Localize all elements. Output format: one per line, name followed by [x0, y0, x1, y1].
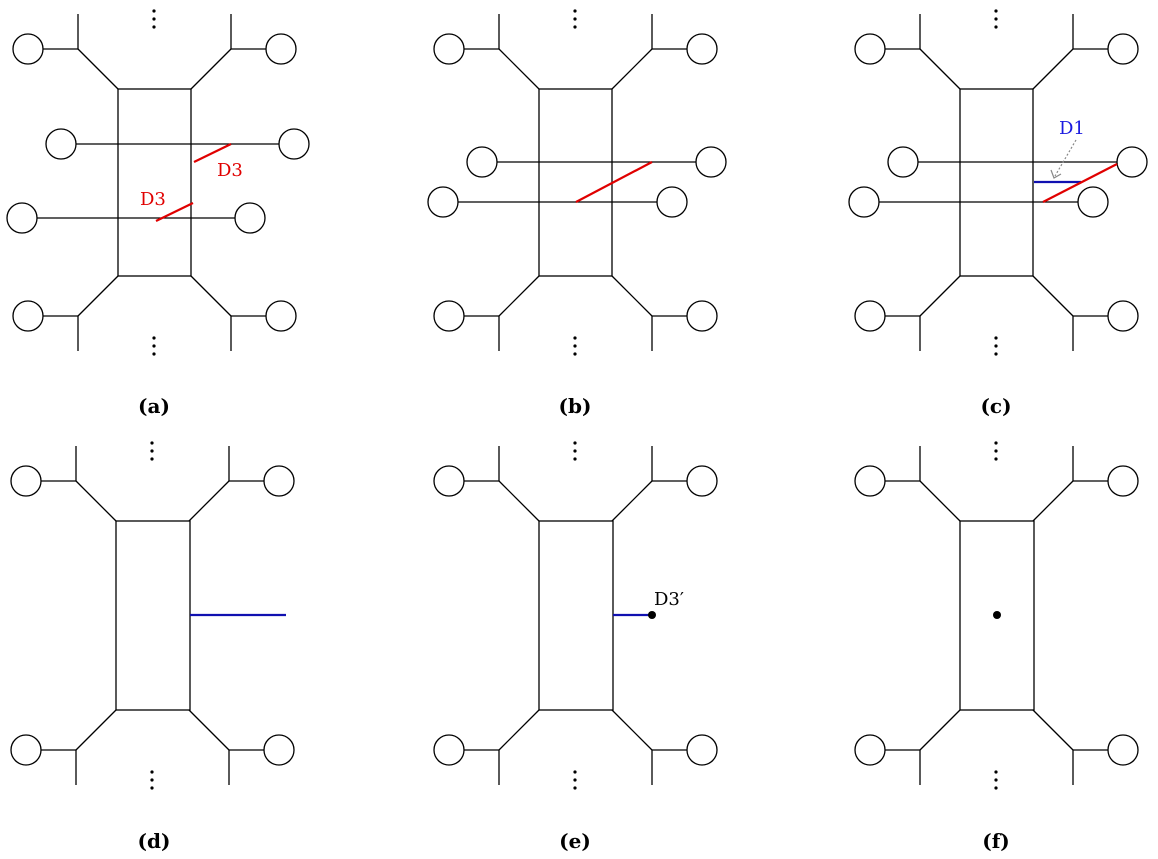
web-e-bottom [433, 709, 718, 791]
box-e [538, 520, 614, 711]
panel-e: D3′ (e) [433, 440, 718, 853]
web-a-top [12, 8, 297, 90]
caption-d: (d) [138, 829, 171, 853]
d3-segment-c [1042, 163, 1118, 203]
caption-f: (f) [982, 829, 1010, 853]
label-d3-lower: D3 [140, 189, 166, 210]
center-point-f [993, 611, 1001, 619]
panel-b: (b) [427, 8, 727, 418]
web-a-bottom [12, 275, 297, 357]
box-d [115, 520, 191, 711]
web-b-top [433, 8, 718, 90]
box-a [117, 88, 192, 277]
d3-segment-a-upper [193, 143, 232, 163]
label-d3-prime: D3′ [654, 589, 684, 610]
web-d-bottom [10, 709, 295, 791]
box-b [538, 88, 613, 277]
caption-e: (e) [559, 829, 591, 853]
panel-f: (f) [854, 440, 1139, 853]
label-d3-upper: D3 [217, 160, 243, 181]
d1-pointer-arrow [1054, 139, 1077, 177]
web-b-bottom [433, 275, 718, 357]
label-d1: D1 [1059, 118, 1085, 139]
caption-a: (a) [138, 394, 170, 418]
d3-segment-b [575, 161, 653, 203]
box-c [959, 88, 1034, 277]
caption-c: (c) [980, 394, 1011, 418]
web-f-top [854, 440, 1139, 522]
panel-a: D3 D3 (a) [6, 8, 310, 418]
panel-c: D1 (c) [848, 8, 1148, 418]
d3-segment-a-lower [155, 202, 194, 222]
web-d-top [10, 440, 295, 522]
web-e-top [433, 440, 718, 522]
box-f [959, 520, 1035, 711]
d1-pointer-arrowhead [1050, 169, 1062, 179]
caption-b: (b) [559, 394, 592, 418]
d3prime-point [648, 611, 656, 619]
web-c-top [854, 8, 1139, 90]
panel-d: (d) [10, 440, 295, 853]
web-c-bottom [854, 275, 1139, 357]
web-f-bottom [854, 709, 1139, 791]
